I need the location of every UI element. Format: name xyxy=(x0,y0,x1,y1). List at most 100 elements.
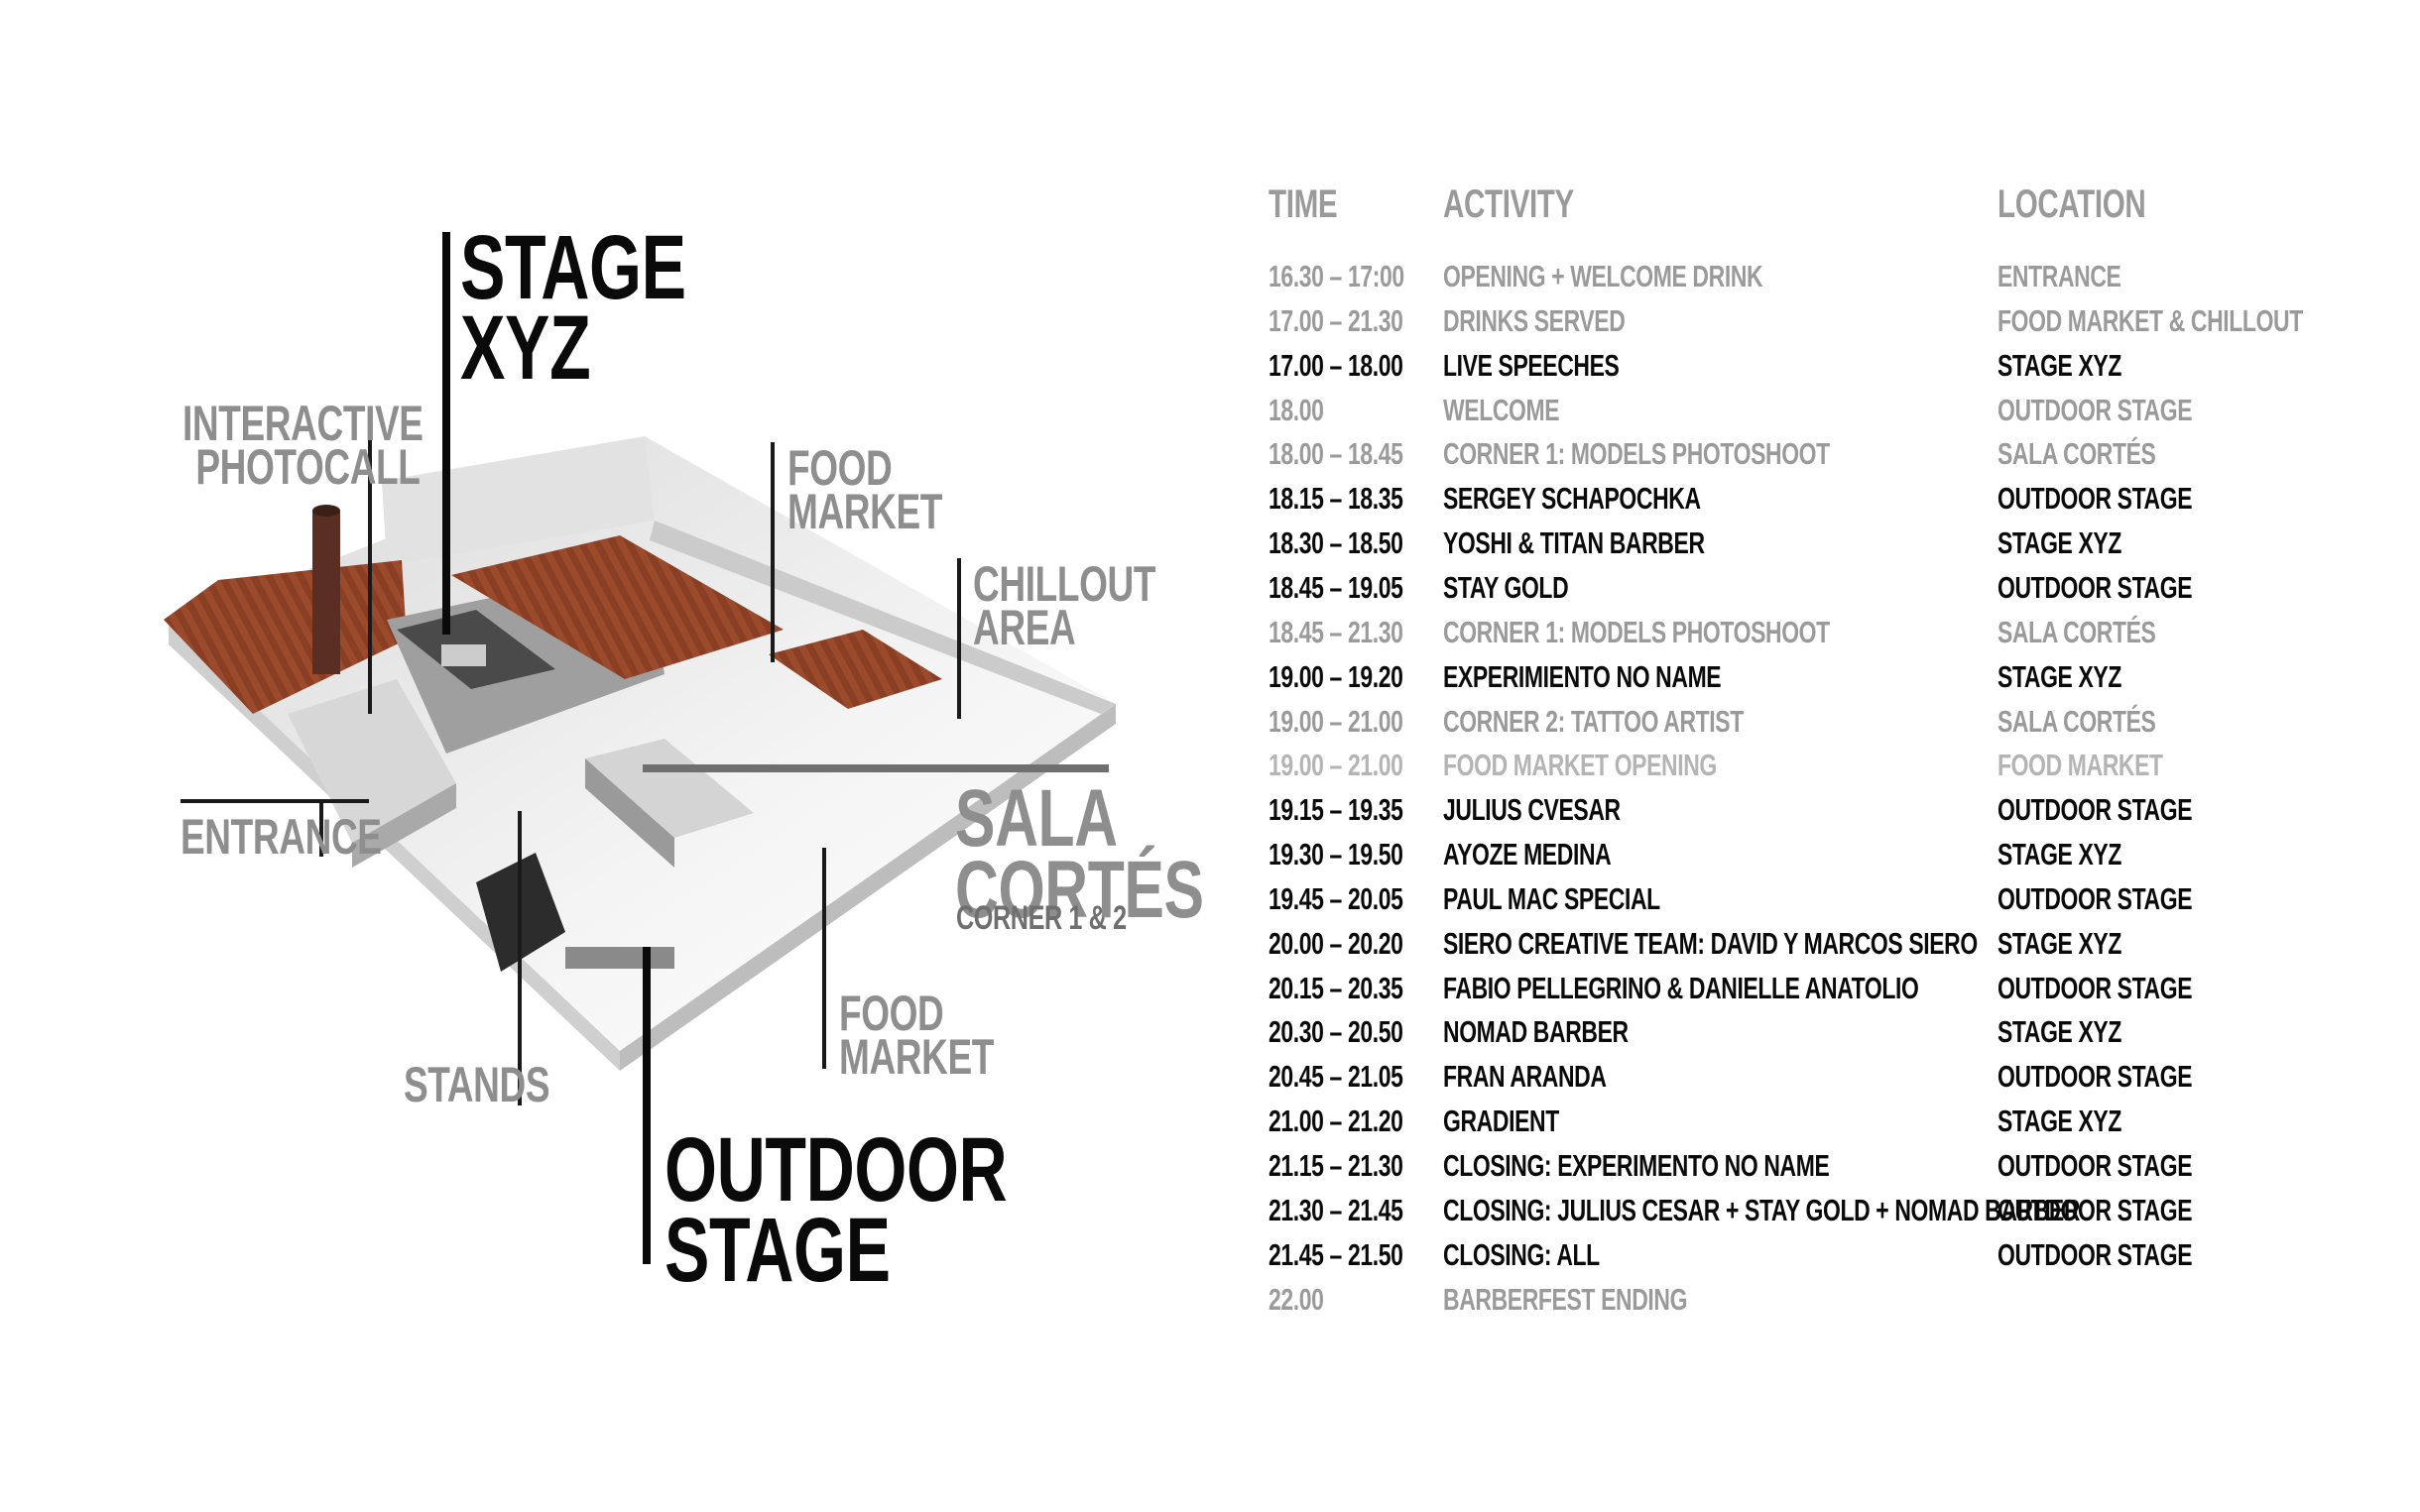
stage-xyz-label-line1: STAGE xyxy=(460,217,686,318)
sala-cortes-label-line1: SALA xyxy=(955,773,1118,864)
schedule-time: 18.15 – 18.35 xyxy=(1269,481,1403,517)
schedule-location: FOOD MARKET xyxy=(1997,748,2163,783)
schedule-row: 18.00 – 18.45 CORNER 1: MODELS PHOTOSHOOT… xyxy=(1269,436,2360,481)
schedule-location: STAGE XYZ xyxy=(1997,1104,2121,1139)
schedule-time: 20.00 – 20.20 xyxy=(1269,925,1403,961)
schedule-location: STAGE XYZ xyxy=(1997,347,2121,383)
schedule-time: 18.45 – 19.05 xyxy=(1269,569,1403,605)
schedule-location: SALA CORTÉS xyxy=(1997,703,2156,739)
schedule-activity: DRINKS SERVED xyxy=(1443,302,1626,338)
schedule-time: 22.00 xyxy=(1269,1281,1324,1317)
schedule-location: STAGE XYZ xyxy=(1997,658,2121,694)
schedule-activity: CORNER 1: MODELS PHOTOSHOOT xyxy=(1443,614,1830,649)
stage-xyz-label: STAGE XYZ xyxy=(460,217,686,399)
schedule-time: 16.30 – 17:00 xyxy=(1269,259,1404,293)
schedule-location: OUTDOOR STAGE xyxy=(1997,880,2193,916)
schedule-activity: AYOZE MEDINA xyxy=(1443,837,1612,872)
interactive-photocall-label: INTERACTIVE PHOTOCALL xyxy=(182,396,424,492)
chimney xyxy=(312,511,340,674)
schedule-activity: CORNER 1: MODELS PHOTOSHOOT xyxy=(1443,436,1830,472)
entrance-building-side xyxy=(352,783,456,868)
schedule-location: FOOD MARKET & CHILLOUT xyxy=(1997,302,2303,338)
schedule-activity: JULIUS CVESAR xyxy=(1443,792,1621,828)
schedule-activity: GRADIENT xyxy=(1443,1104,1559,1139)
schedule-activity: CLOSING: ALL xyxy=(1443,1236,1600,1272)
chillout-area-label: CHILLOUT AREA xyxy=(973,559,1155,655)
venue-ground-edge-right xyxy=(620,704,1116,1071)
schedule-time: 21.15 – 21.30 xyxy=(1269,1148,1403,1183)
schedule-time: 21.30 – 21.45 xyxy=(1269,1192,1403,1227)
schedule-time: 18.00 – 18.45 xyxy=(1269,436,1403,472)
schedule-time: 20.45 – 21.05 xyxy=(1269,1059,1403,1095)
photocall-leader-line xyxy=(368,407,372,714)
location-header: LOCATION xyxy=(1997,182,2146,226)
schedule-activity: FABIO PELLEGRINO & DANIELLE ANATOLIO xyxy=(1443,970,1919,1005)
schedule-location: OUTDOOR STAGE xyxy=(1997,569,2193,605)
stands-label: STANDS xyxy=(404,1057,550,1112)
schedule-activity: EXPERIMIENTO NO NAME xyxy=(1443,658,1722,694)
chillout-label-line2: AREA xyxy=(973,600,1076,655)
schedule-row: 20.30 – 20.50 NOMAD BARBER STAGE XYZ xyxy=(1269,1014,2360,1059)
schedule-time: 18.00 xyxy=(1269,392,1324,427)
schedule-location: STAGE XYZ xyxy=(1997,925,2121,961)
stands-leader-line xyxy=(518,811,522,1105)
stage-xyz-leader-line xyxy=(442,232,450,635)
schedule-location: SALA CORTÉS xyxy=(1997,614,2156,649)
food-market-top-line1: FOOD xyxy=(787,440,893,496)
food-market-bottom-leader-line xyxy=(822,848,826,1069)
schedule-time: 19.00 – 21.00 xyxy=(1269,748,1403,783)
outdoor-stage-label-line1: OUTDOOR xyxy=(665,1119,1008,1221)
entrance-leader-line-v xyxy=(319,799,323,857)
sala-cortes-label-line2: CORTÉS xyxy=(955,845,1204,936)
outdoor-stage-label: OUTDOOR STAGE xyxy=(665,1119,1008,1301)
schedule-time: 18.45 – 21.30 xyxy=(1269,614,1403,649)
schedule-activity: FRAN ARANDA xyxy=(1443,1059,1607,1095)
food-market-top-line2: MARKET xyxy=(787,484,943,539)
schedule-row: 22.00 BARBERFEST ENDING xyxy=(1269,1282,2360,1327)
schedule-location: ENTRANCE xyxy=(1997,259,2121,293)
schedule-activity: NOMAD BARBER xyxy=(1443,1014,1629,1050)
schedule-time: 20.30 – 20.50 xyxy=(1269,1014,1403,1050)
schedule-row: 17.00 – 21.30 DRINKS SERVED FOOD MARKET & … xyxy=(1269,303,2360,348)
schedule-location: OUTDOOR STAGE xyxy=(1997,392,2193,427)
activity-header: ACTIVITY xyxy=(1443,182,1574,226)
schedule-location: STAGE XYZ xyxy=(1997,525,2121,561)
schedule-time: 17.00 – 21.30 xyxy=(1269,302,1403,338)
venue-ground xyxy=(169,436,1116,1051)
chillout-area-roof xyxy=(769,630,942,709)
entrance-label: ENTRANCE xyxy=(181,809,382,865)
schedule-location: OUTDOOR STAGE xyxy=(1997,1192,2193,1227)
photocall-label-line1: INTERACTIVE xyxy=(182,396,424,451)
sala-cortes-building-side xyxy=(585,758,674,868)
food-market-bottom-line2: MARKET xyxy=(839,1029,995,1085)
stage-xyz-equipment xyxy=(441,644,486,666)
schedule-location: OUTDOOR STAGE xyxy=(1997,1236,2193,1272)
schedule-location: STAGE XYZ xyxy=(1997,1014,2121,1050)
schedule-activity: BARBERFEST ENDING xyxy=(1443,1281,1688,1317)
schedule-time: 19.45 – 20.05 xyxy=(1269,880,1403,916)
chillout-leader-line xyxy=(957,558,961,719)
outdoor-stage-label-line2: STAGE xyxy=(665,1199,891,1301)
corner-label: CORNER 1 & 2 xyxy=(956,899,1127,937)
schedule-time: 19.30 – 19.50 xyxy=(1269,837,1403,872)
sala-cortes-building xyxy=(585,739,754,838)
stage-xyz-label-line2: XYZ xyxy=(460,296,591,399)
schedule-activity: SERGEY SCHAPOCHKA xyxy=(1443,481,1701,517)
food-market-bottom-line1: FOOD xyxy=(839,986,944,1041)
entrance-leader-line xyxy=(181,799,369,803)
main-roof xyxy=(451,535,784,679)
